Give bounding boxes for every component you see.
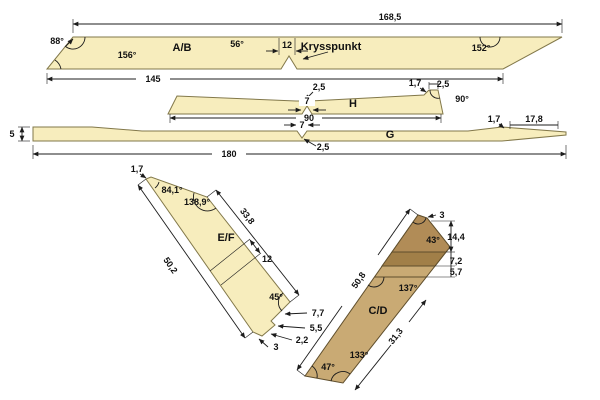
part-ef-drawing: 1,7 84,1° 138,9° 33,8 12 50,2 E/F 45° 7,…	[131, 164, 325, 352]
leader-line	[277, 324, 306, 329]
part-cd-band-segment	[381, 251, 448, 267]
dim-label-g-notch: 7	[299, 120, 304, 130]
angle-arc-45	[277, 292, 284, 312]
tick-line	[137, 178, 147, 186]
dim-label-h-end-a: 1,7	[409, 78, 422, 88]
dim-label-h-end-b: 2,5	[437, 79, 450, 89]
dim-label-h-notch: 7	[304, 96, 309, 106]
label-box	[296, 121, 308, 130]
leader-line	[498, 122, 505, 129]
dim-label-ab-bottom: 145	[145, 74, 160, 84]
dim-label-ef-upper-edge: 33,8	[238, 206, 257, 226]
part-ab-shape	[45, 36, 563, 70]
part-cd-drawing: 3 43° 14,4 7,2 5,7 137° 50,8 C/D 31,3 13…	[296, 208, 465, 391]
part-h-drawing: 2,5 7 H 2,5 1,7 90° 90	[167, 78, 469, 123]
dim-label-ab-top: 168,5	[379, 12, 402, 22]
angle-label-h-end: 90°	[455, 94, 469, 104]
angle-label-ab-bottom-left: 156°	[118, 50, 137, 60]
part-label-ab: A/B	[173, 42, 192, 54]
dim-label-ef-cut-c: 2,2	[296, 335, 309, 345]
part-g-drawing: 5 7 G 2,5 1,7 17,8 180	[9, 114, 567, 159]
tick-line	[244, 331, 254, 339]
dim-label-g-notch-depth: 2,5	[317, 142, 330, 152]
part-label-cd: C/D	[369, 305, 388, 317]
leader-line	[303, 138, 317, 147]
dim-label-g-end-b: 17,8	[525, 114, 543, 124]
dim-label-ef-cut-b: 5,5	[310, 323, 323, 333]
dim-label-h-length: 90	[304, 113, 314, 123]
tick-line	[289, 294, 300, 303]
dim-line-cd-left-edge	[296, 305, 343, 371]
angle-label-cd-top: 43°	[426, 235, 440, 245]
dim-label-cd-seg-b: 7,2	[450, 256, 463, 266]
tick-line	[409, 208, 419, 216]
leader-line	[419, 87, 427, 93]
dim-label-ef-cut-d: 3	[273, 342, 278, 352]
part-g-shape	[32, 126, 567, 142]
dim-label-ef-width: 12	[262, 254, 272, 264]
dim-label-g-total: 180	[221, 149, 236, 159]
angle-label-cd-heel: 133°	[350, 350, 369, 360]
dim-line-cd-left-edge	[377, 208, 411, 256]
dim-label-g-height: 5	[9, 129, 14, 139]
angle-label-ab-right: 152°	[472, 43, 491, 53]
leader-line	[427, 213, 437, 219]
angle-arc-152	[479, 36, 501, 48]
dim-label-ef-cut-a: 7,7	[312, 308, 325, 318]
angle-arc-90	[429, 89, 441, 99]
angle-label-ef-shoulder: 138,9°	[184, 197, 211, 207]
angle-label-ef-tip: 84,1°	[161, 185, 183, 195]
angle-label-cd-tip: 47°	[321, 362, 335, 372]
leader-line	[302, 51, 329, 60]
dim-label-ef-lower-edge: 50,2	[161, 255, 179, 275]
dim-label-cd-seg-a: 14,4	[447, 232, 465, 242]
angle-label-ef-cut: 45°	[269, 292, 283, 302]
dim-line-ef-lower-edge	[137, 184, 246, 339]
angle-arc-88	[64, 36, 86, 50]
dim-label-cd-left-edge: 50,8	[349, 270, 367, 290]
dim-label-h-depth: 2,5	[313, 82, 326, 92]
leader-line	[270, 333, 293, 341]
angle-arc-137	[367, 276, 385, 288]
part-ab-drawing: 168,5 88° 156° A/B 56° 12 Krysspunkt 152…	[45, 12, 563, 84]
angle-arc-47	[311, 365, 318, 379]
angle-label-cd-mid: 137°	[399, 283, 418, 293]
dim-line-cd-right-edge	[354, 344, 392, 391]
dim-line-cd-right-edge	[408, 299, 427, 323]
part-cd-top-segment	[391, 214, 451, 253]
tick-line	[296, 369, 306, 377]
label-box	[299, 96, 315, 106]
tick-line	[206, 189, 217, 198]
dim-label-cd-tip: 3	[439, 210, 444, 220]
part-label-h: H	[349, 98, 357, 110]
leader-line	[258, 338, 269, 348]
dim-label-cd-right-edge: 31,3	[386, 326, 405, 346]
part-label-g: G	[386, 129, 395, 141]
angle-arc-43	[412, 217, 427, 225]
angle-label-ab-notch: 56°	[230, 39, 244, 49]
leader-line	[65, 38, 74, 47]
part-label-ef: E/F	[217, 232, 234, 244]
dim-label-g-end-a: 1,7	[488, 114, 501, 124]
angle-arc-133	[330, 371, 351, 382]
dim-label-ab-notch: 12	[282, 40, 292, 50]
dim-label-cd-seg-c: 5,7	[450, 267, 463, 277]
dim-label-ef-tip: 1,7	[131, 164, 144, 174]
leader-line	[139, 173, 147, 179]
angle-arc-156	[54, 59, 62, 70]
krysspunkt-label: Krysspunkt	[301, 41, 362, 53]
dim-line-ef-width	[249, 239, 261, 254]
leader-line	[284, 311, 308, 317]
angle-label-ab-left: 88°	[50, 36, 64, 46]
